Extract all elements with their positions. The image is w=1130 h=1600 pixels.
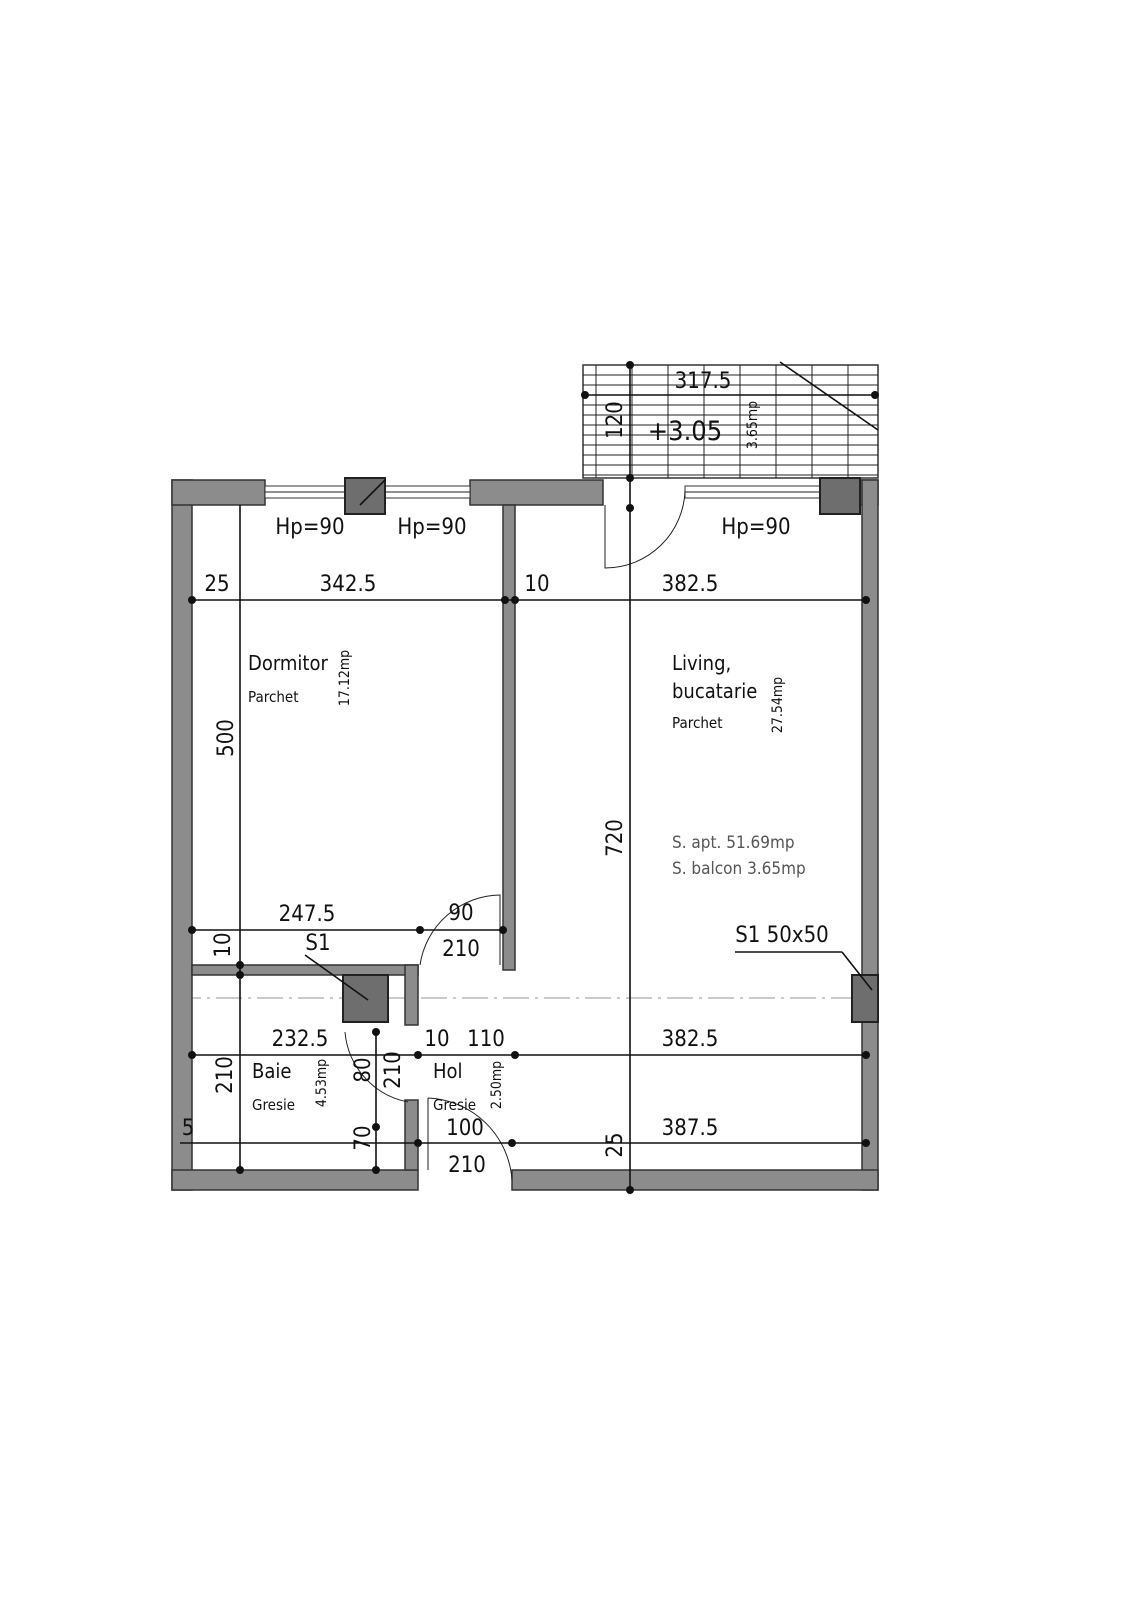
labels: 317.5 120 +3.05 3.65mp Hp=90 Hp=90 Hp=90… (182, 369, 829, 1178)
room-area: 2.50mp (489, 1061, 505, 1109)
dimension-label: 110 (467, 1027, 505, 1052)
door-height: 210 (442, 937, 480, 962)
shaft-label: S1 (305, 931, 330, 956)
dimension-label: 100 (446, 1116, 484, 1141)
window-height: Hp=90 (397, 515, 466, 540)
room-area: 27.54mp (770, 677, 786, 733)
column (819, 477, 861, 515)
room-floor: Parchet (672, 714, 723, 732)
apartment-area: S. apt. 51.69mp (672, 833, 795, 853)
dimension-lines (180, 361, 879, 1194)
dimension-label: 25 (204, 572, 229, 597)
dimension-label: 10 (424, 1027, 449, 1052)
dimension-label: 10 (524, 572, 549, 597)
window-height: Hp=90 (275, 515, 344, 540)
windows (264, 485, 821, 499)
room-floor: Gresie (252, 1096, 295, 1114)
dimension-label: 342.5 (320, 572, 377, 597)
room-name-living: bucatarie (672, 679, 757, 703)
shaft-label: S1 50x50 (735, 923, 829, 948)
room-floor: Gresie (433, 1096, 476, 1114)
balcony-depth: 120 (603, 401, 628, 439)
room-floor: Parchet (248, 688, 299, 706)
door-width: 90 (448, 901, 473, 926)
dimension-label: 720 (603, 819, 628, 857)
balcony-width: 317.5 (675, 369, 732, 394)
shaft-s1-living (851, 974, 879, 1023)
room-name-baie: Baie (252, 1059, 291, 1083)
dimension-label: 25 (603, 1132, 628, 1157)
dimension-label: 500 (214, 719, 239, 757)
dimension-label: 387.5 (662, 1116, 719, 1141)
room-area: 17.12mp (337, 650, 353, 706)
dimension-label: 210 (381, 1051, 406, 1089)
dimension-label: 10 (211, 932, 236, 957)
column (344, 477, 386, 515)
dimension-label: 5 (182, 1116, 195, 1141)
dimension-label: 382.5 (662, 1027, 719, 1052)
room-name-dormitor: Dormitor (248, 651, 328, 675)
dimension-label: 382.5 (662, 572, 719, 597)
dimension-label: 70 (351, 1125, 376, 1150)
dimension-label: 80 (351, 1057, 376, 1082)
room-area: 4.53mp (314, 1059, 330, 1107)
room-name-hol: Hol (433, 1059, 463, 1083)
dimension-label: 247.5 (279, 902, 336, 927)
balcony-area: 3.65mp (745, 401, 761, 449)
dimension-label: 232.5 (272, 1027, 329, 1052)
window-height: Hp=90 (721, 515, 790, 540)
balcony-total-area: S. balcon 3.65mp (672, 859, 806, 879)
balcony (582, 361, 879, 479)
door-height: 210 (448, 1153, 486, 1178)
dimension-label: 210 (213, 1056, 238, 1094)
balcony-level: +3.05 (648, 416, 722, 447)
room-name-living: Living, (672, 651, 731, 675)
doors (344, 489, 686, 1181)
